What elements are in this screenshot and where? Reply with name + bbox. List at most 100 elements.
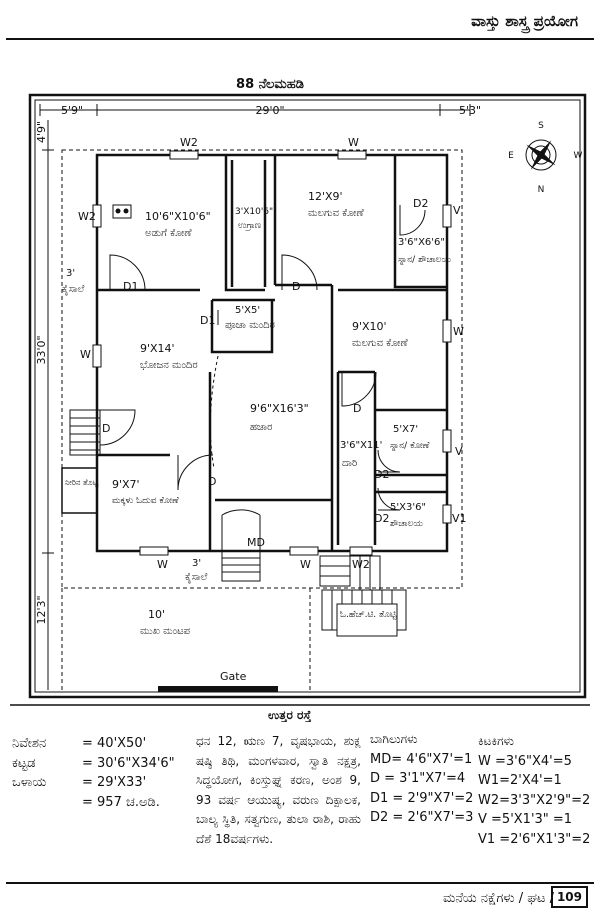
bed1-size: 12'X9' <box>308 190 343 203</box>
dimension-left <box>42 120 54 690</box>
svg-text:W: W <box>348 136 359 149</box>
svg-text:D1: D1 <box>123 280 138 293</box>
svg-text:W: W <box>157 558 168 571</box>
header-title: ವಾಸ್ತು ಶಾಸ್ತ್ರ ಪ್ರಯೋಗ <box>471 12 578 30</box>
area-val: = 29'X33' <box>82 775 147 790</box>
svg-text:W: W <box>453 325 464 338</box>
svg-text:V: V <box>455 445 463 458</box>
doors-head: ಬಾಗಿಲುಗಳು <box>370 732 418 746</box>
bath2-size: 5'X7' <box>393 424 418 435</box>
plinth-outline <box>61 149 463 589</box>
windows-head: ಕಿಟಕಿಗಳು <box>478 734 514 748</box>
stove-burner <box>123 208 129 214</box>
build-key: ಕಟ್ಟಡ <box>12 755 36 771</box>
floor-plan: 88 ನೆಲಮಹಡಿ 5'9" 29'0" 5'3" 4'9" 33'0" 12… <box>10 77 590 722</box>
info-panel: ನಿವೇಶನ = 40'X50' ಕಟ್ಟಡ = 30'6"X34'6" ಒಳಾಯ =… <box>0 722 600 882</box>
pooja-name: ಪೂಜಾ ಮಂದಿರ <box>225 320 275 331</box>
bed1-name: ಮಲಗುವ ಕೋಣೆ <box>308 208 364 219</box>
dimension-top <box>39 104 471 116</box>
toilet-name: ಶೌಚಾಲಯ <box>390 519 423 529</box>
gate-label: Gate <box>220 670 247 683</box>
dim-side: 33'0" <box>35 335 48 364</box>
compass-s: S <box>538 121 544 131</box>
svg-text:D2: D2 <box>413 197 428 210</box>
bed2-size: 9'X10' <box>352 320 387 333</box>
store-size: 3'X10'6" <box>235 207 273 217</box>
compass-w: W <box>574 151 583 161</box>
door-swings <box>99 205 426 551</box>
portico-name: ಮುಖ ಮಂಟಪ <box>140 626 190 637</box>
area-details: ನಿವೇಶನ = 40'X50' ಕಟ್ಟಡ = 30'6"X34'6" ಒಳಾಯ =… <box>12 734 175 812</box>
pooja-size: 5'X5' <box>235 305 260 316</box>
svg-text:D: D <box>353 402 361 415</box>
build-val: = 30'6"X34'6" <box>82 755 175 771</box>
site-boundary <box>28 93 587 699</box>
window-item: W =3'6"X4'=5 <box>478 753 572 769</box>
portico-size: 10' <box>148 608 165 621</box>
water-name: ನೀರಿನ ತೊಟ್ಟಿ <box>65 478 99 487</box>
passage-name: ಕೈಸಾಲೆ <box>62 284 85 295</box>
site-boundary-inner <box>34 99 581 693</box>
svg-text:D: D <box>102 422 110 435</box>
header-rule <box>6 38 594 40</box>
svg-text:W2: W2 <box>352 558 370 571</box>
bath2-name: ಸ್ನಾನ/ ಕೋಣೆ <box>390 441 430 451</box>
verandah-name: ಕೈಸಾಲೆ <box>185 572 208 583</box>
svg-text:D2: D2 <box>374 512 389 525</box>
window-item: V1 =2'6"X1'3"=2 <box>478 831 591 847</box>
bed2-name: ಮಲಗುವ ಕೋಣೆ <box>352 338 408 349</box>
dim-right: 5'3" <box>459 104 481 117</box>
svg-text:D2: D2 <box>374 468 389 481</box>
door-item: MD= 4'6"X7'=1 <box>370 751 473 767</box>
gate-bar <box>158 686 278 692</box>
passage-size: 3' <box>66 268 75 279</box>
lobby-name: ದಾರಿ <box>342 458 357 469</box>
kitchen-name: ಅಡುಗೆ ಕೋಣೆ <box>145 228 192 239</box>
compass-e: E <box>508 151 514 161</box>
dim-top-side: 4'9" <box>35 121 48 143</box>
door-item: D = 3'1"X7'=4 <box>370 771 466 786</box>
stove <box>112 204 132 219</box>
svg-text:W2: W2 <box>180 136 198 149</box>
dim-left: 5'9" <box>61 104 83 117</box>
water-sump <box>61 467 98 514</box>
external-staircase <box>319 555 407 637</box>
window-item: V =5'X1'3" =1 <box>478 812 573 827</box>
page-footer: ಮನೆಯ ನಕ್ಷೆಗಳು / ಘಟ / 109 <box>0 882 600 915</box>
door-item: D1 = 2'9"X7'=2 <box>370 790 474 806</box>
hall-arch <box>209 355 219 469</box>
compass-icon <box>525 139 557 171</box>
footer-rule <box>6 882 594 884</box>
dim-bottom-side: 12'3" <box>35 595 48 624</box>
area-key: ಒಳಾಯ <box>12 775 47 790</box>
dining-name: ಭೋಜನ ಮಂದಿರ <box>140 360 198 371</box>
area-total: = 957 ಚ.ಅಡಿ. <box>82 794 160 810</box>
hall-size: 9'6"X16'3" <box>250 402 309 415</box>
site-key: ನಿವೇಶನ <box>12 736 47 751</box>
toilet-size: 5'X3'6" <box>390 502 426 513</box>
lobby-size: 3'6"X11' <box>340 440 382 451</box>
side-staircase <box>69 409 101 456</box>
window-item: W2=3'3"X2'9"=2 <box>478 792 591 808</box>
bath1-name: ಸ್ನಾನ/ ಶೌಚಾಲಯ <box>398 255 452 265</box>
door-item: D2 = 2'6"X7'=3 <box>370 810 474 825</box>
verandah-size: 3' <box>192 558 201 569</box>
bath1-size: 3'6"X6'6" <box>398 237 445 248</box>
building-walls <box>95 153 449 553</box>
compass-n: N <box>538 185 545 195</box>
svg-text:MD: MD <box>247 536 265 549</box>
opening-labels: W2 W W2 W V W V V1 W W W2 D2 D1 D1 D D D… <box>78 136 467 571</box>
page-number: 109 <box>550 886 588 908</box>
plan-title: 88 ನೆಲಮಹಡಿ <box>236 77 304 92</box>
footer-text: ಮನೆಯ ನಕ್ಷೆಗಳು / ಘಟ / <box>443 891 554 906</box>
site-val: = 40'X50' <box>82 736 147 751</box>
svg-text:V1: V1 <box>452 512 467 525</box>
doors-list: ಬಾಗಿಲುಗಳು MD= 4'6"X7'=1 D = 3'1"X7'=4 D1… <box>370 730 473 828</box>
svg-text:W2: W2 <box>78 210 96 223</box>
dim-mid: 29'0" <box>255 104 284 117</box>
stove-burner <box>115 208 121 214</box>
window-marks <box>92 150 452 556</box>
svg-text:V: V <box>453 204 461 217</box>
svg-text:D: D <box>208 475 216 488</box>
window-item: W1=2'X4'=1 <box>478 773 562 788</box>
